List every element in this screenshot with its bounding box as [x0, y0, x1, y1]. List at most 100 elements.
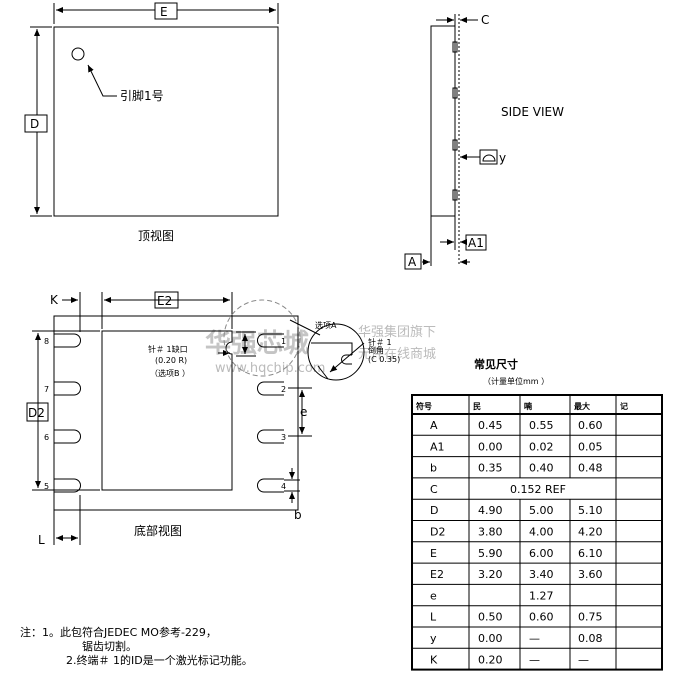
pin-number-right: 2 [281, 385, 286, 394]
flatness-label: y [499, 151, 506, 165]
pad-right [257, 429, 284, 444]
table-header: 喃 [524, 401, 532, 411]
dim-a-label: A [408, 255, 417, 269]
pin-number-left: 8 [44, 337, 49, 346]
table-cell: — [529, 653, 540, 666]
table-cell: A [430, 419, 438, 432]
table-cell: y [430, 632, 437, 645]
bottom-view-caption: 底部视图 [134, 523, 182, 538]
top-view-caption: 顶视图 [138, 228, 174, 243]
table-cell: 0.55 [529, 419, 554, 432]
side-view-title: SIDE VIEW [501, 105, 564, 119]
table-cell: 0.00 [478, 632, 503, 645]
dim-d-label: D [30, 117, 39, 131]
table-cell: D2 [430, 526, 445, 539]
notch-line2: (0.20 R) [155, 356, 187, 365]
dim-d2-label: D2 [28, 406, 45, 420]
pin1-marker [71, 47, 85, 61]
table-row: C 0.152 REF [430, 483, 566, 496]
table-cell: 0.152 REF [510, 483, 566, 496]
option-a-label: 选项A [315, 320, 337, 330]
pad-left [54, 478, 81, 493]
table-cell: E2 [430, 568, 444, 581]
table-cell: 4.90 [478, 504, 503, 517]
table-cell: 0.00 [478, 440, 503, 453]
pad-left [54, 381, 81, 396]
table-cell: 0.48 [578, 462, 603, 475]
dim-e2-label: E2 [157, 294, 172, 308]
table-cell: 6.00 [529, 547, 554, 560]
table-unit: （计量单位mm ） [483, 376, 549, 386]
table-cell: L [430, 611, 437, 624]
table-cell: — [529, 632, 540, 645]
pin-number-left: 5 [44, 482, 49, 491]
chamfer-line1: 针＃ 1 [368, 337, 392, 347]
table-cell: 0.50 [478, 611, 503, 624]
watermark-line1: 华强集团旗下 [358, 324, 436, 340]
table-cell: 0.08 [578, 632, 603, 645]
detail-a-circle [307, 323, 365, 381]
table-header: 最大 [574, 401, 590, 411]
table-cell: 0.60 [578, 419, 603, 432]
detail-a-callout [223, 299, 301, 377]
table-cell: C [430, 483, 438, 496]
pin-number-left: 7 [44, 385, 49, 394]
side-outline [430, 25, 456, 217]
table-cell: K [430, 653, 438, 666]
package-outline [53, 26, 279, 217]
pad-left [54, 429, 81, 444]
table-title: 常见尺寸 [474, 357, 518, 371]
table-cell: 6.10 [578, 547, 603, 560]
table-row: b 0.35 0.40 0.48 [430, 462, 603, 475]
dim-l-label: L [38, 533, 45, 547]
watermark-brand: 华强芯城 [205, 328, 309, 359]
table-cell: 5.00 [529, 504, 554, 517]
dim-k-label: K [50, 293, 59, 307]
dim-c-label: C [481, 13, 489, 27]
table-cell: 1.27 [529, 589, 554, 602]
pad-right [257, 333, 284, 348]
flatness-symbol [479, 149, 498, 165]
table-cell: 0.02 [529, 440, 554, 453]
table-header: 符号 [416, 401, 432, 411]
table-cell: 0.20 [478, 653, 503, 666]
note-line3: 2.终端＃ 1的ID是一个激光标记功能。 [66, 653, 253, 667]
table-cell: 0.40 [529, 462, 554, 475]
table-border [411, 394, 663, 671]
table-cell: b [430, 462, 437, 475]
pad-left [54, 333, 81, 348]
table-cell: 3.80 [478, 526, 503, 539]
table-cell: 5.90 [478, 547, 503, 560]
table-cell: 3.40 [529, 568, 554, 581]
exposed-pad [101, 330, 233, 491]
table-cell: 4.00 [529, 526, 554, 539]
pin1-label: 引脚1号 [120, 88, 164, 103]
chamfer-line3: (C 0.35) [368, 355, 400, 364]
pin-number-right: 4 [281, 482, 286, 491]
table-cell: 0.35 [478, 462, 503, 475]
table-cell: 3.60 [578, 568, 603, 581]
watermark: 华强芯城 华强集团旗下 元件在线商城 www.hqchip.com [205, 324, 436, 376]
notch-line1: 针＃ 1缺口 [148, 344, 188, 354]
pad-right [257, 478, 284, 493]
pin-number-right: 3 [281, 433, 286, 442]
chamfer-line2: 倒角 [368, 345, 384, 355]
table-header: 民 [473, 402, 481, 411]
notch-line3: （选项B ） [150, 368, 190, 378]
table-cell: 0.75 [578, 611, 603, 624]
side-view: C SIDE VIEW y A1 A [404, 13, 564, 270]
dim-b-label: b [294, 508, 302, 522]
pad-right [257, 381, 284, 396]
